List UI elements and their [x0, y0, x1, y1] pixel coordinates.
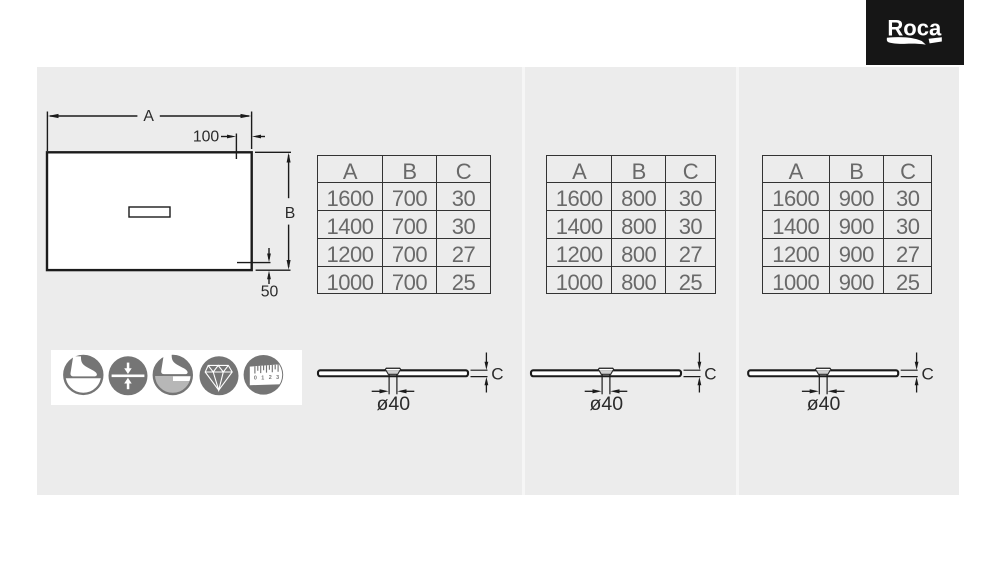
svg-text:1: 1: [261, 375, 264, 381]
svg-text:B: B: [285, 205, 296, 222]
svg-text:Roca: Roca: [887, 16, 942, 41]
svg-text:100: 100: [193, 129, 220, 146]
svg-text:A: A: [143, 108, 154, 125]
svg-text:50: 50: [261, 283, 279, 300]
svg-text:2: 2: [269, 375, 272, 381]
svg-text:0: 0: [254, 376, 257, 382]
svg-text:3: 3: [276, 375, 279, 381]
